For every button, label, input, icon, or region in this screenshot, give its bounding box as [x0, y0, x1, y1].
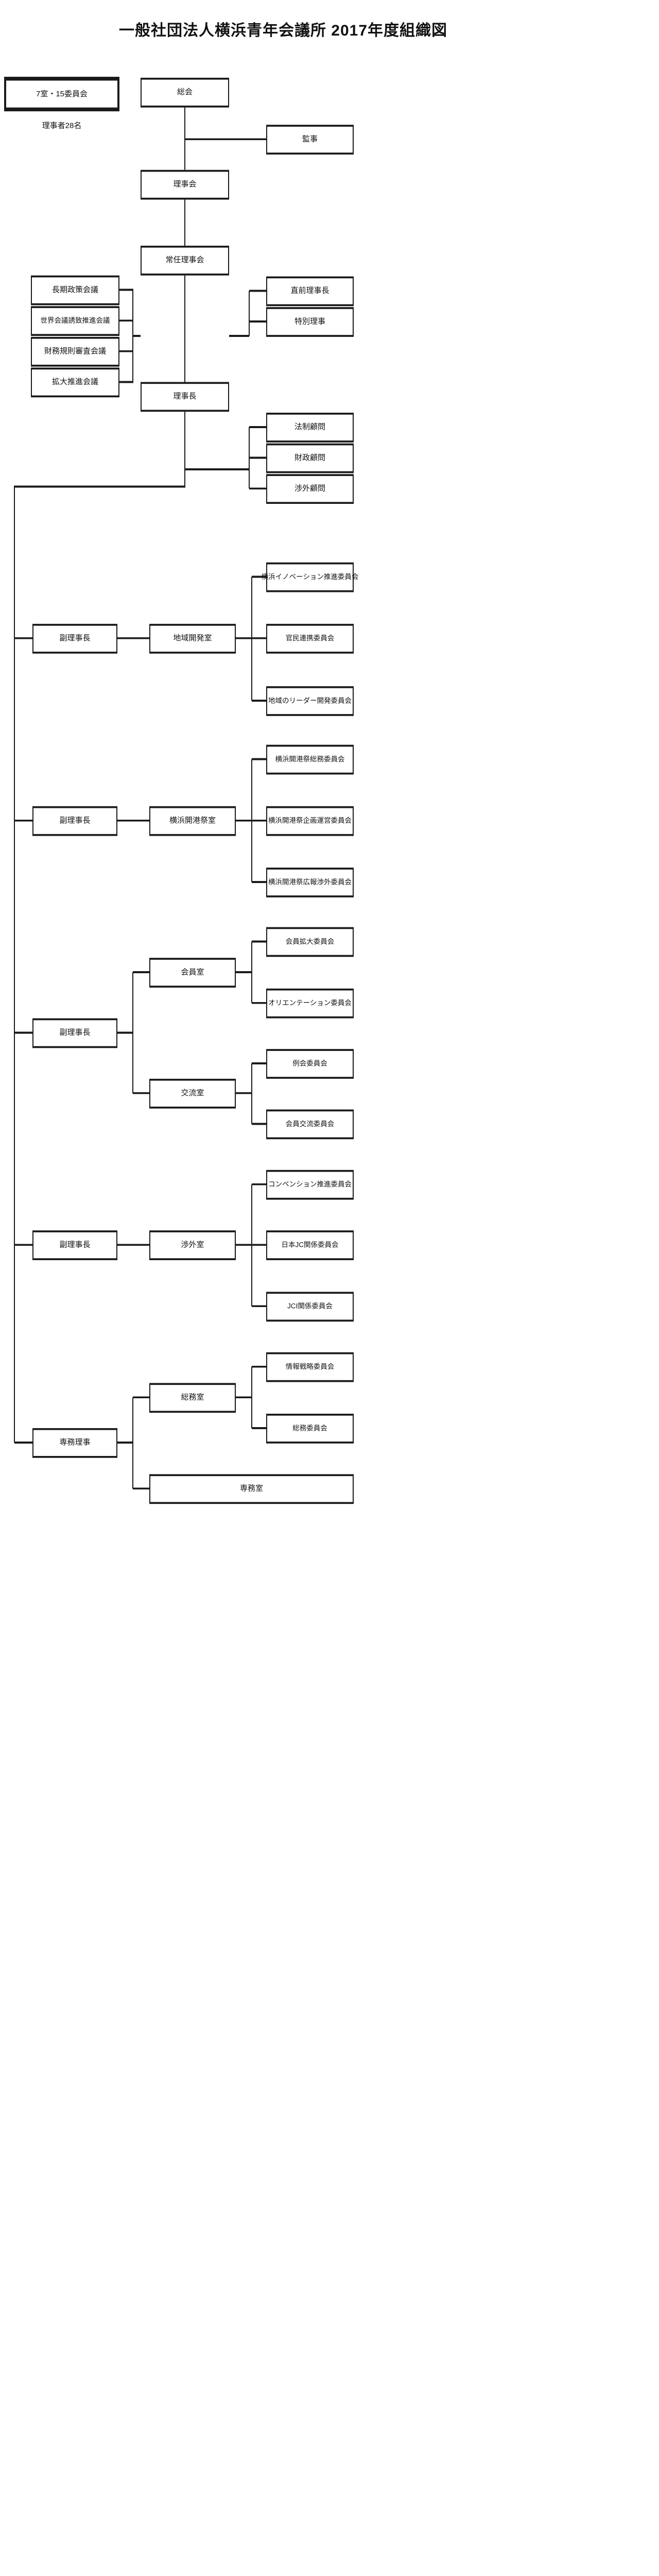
node-committee-1-0-2[interactable]: 横浜開港祭広報渉外委員会	[266, 868, 354, 897]
node-committee-4-0-0[interactable]: 情報戦略委員会	[266, 1352, 354, 1382]
node-committee-2-0-0[interactable]: 会員拡大委員会	[266, 927, 354, 957]
node-label: 横浜イノベーション推進委員会	[261, 573, 359, 581]
node-committee-3-0-2[interactable]: JCI関係委員会	[266, 1292, 354, 1322]
node-label: 官民連携委員会	[285, 634, 335, 642]
node-label: 理事会	[173, 180, 197, 189]
node-label: 拡大推進会議	[51, 378, 98, 387]
node-committee-0-0-0[interactable]: 横浜イノベーション推進委員会	[262, 562, 358, 592]
node-committee-2-1-0[interactable]: 例会委員会	[266, 1049, 354, 1079]
node-label: 理事長	[173, 392, 197, 401]
node-label: 地域のリーダー開発委員会	[268, 697, 352, 705]
node-committee-1-0-0[interactable]: 横浜開港祭総務委員会	[266, 744, 354, 775]
node-committee-3-0-0[interactable]: コンベンション推進委員会	[266, 1170, 354, 1200]
node-special-director-1[interactable]: 特別理事	[266, 307, 354, 337]
node-room-3-0[interactable]: 渉外室	[149, 1230, 236, 1260]
node-advisor-2[interactable]: 渉外顧問	[266, 474, 354, 504]
node-room-4-1[interactable]: 専務室	[149, 1474, 354, 1504]
node-label: 専務理事	[59, 1438, 91, 1447]
node-advisor-0[interactable]: 法制顧問	[266, 413, 354, 443]
node-label: 横浜開港祭室	[169, 816, 216, 825]
org-chart-canvas: 一般社団法人横浜青年会議所 2017年度組織図	[4, 22, 448, 1504]
node-officer-3[interactable]: 副理事長	[32, 1230, 117, 1260]
node-label: 例会委員会	[292, 1059, 327, 1067]
node-label: 横浜開港祭企画運営委員会	[268, 817, 352, 825]
node-committee-3-0-1[interactable]: 日本JC関係委員会	[266, 1230, 354, 1260]
node-label: 総務室	[181, 1393, 204, 1402]
node-council-0[interactable]: 長期政策会議	[31, 275, 119, 306]
node-committee-0-0-1[interactable]: 官民連携委員会	[266, 623, 354, 654]
node-label: 副理事長	[59, 1240, 91, 1249]
node-committee-2-1-1[interactable]: 会員交流委員会	[266, 1109, 354, 1140]
node-label: 横浜開港祭総務委員会	[275, 755, 345, 764]
node-room-4-0[interactable]: 総務室	[149, 1383, 236, 1413]
node-label: コンベンション推進委員会	[268, 1180, 352, 1189]
node-officer-4[interactable]: 専務理事	[32, 1428, 117, 1458]
node-room-2-1[interactable]: 交流室	[149, 1078, 236, 1109]
node-standing-board[interactable]: 常任理事会	[141, 245, 229, 276]
node-advisor-1[interactable]: 財政顧問	[266, 443, 354, 473]
node-label: 総会	[177, 88, 193, 97]
node-label: 直前理事長	[290, 286, 330, 296]
node-room-2-0[interactable]: 会員室	[149, 958, 236, 988]
node-special-director-0[interactable]: 直前理事長	[266, 276, 354, 307]
summary-caption: 理事者28名	[42, 121, 82, 130]
node-president[interactable]: 理事長	[141, 382, 229, 412]
node-label: 副理事長	[59, 634, 91, 643]
node-label: 会員室	[181, 968, 204, 977]
node-label: 長期政策会議	[51, 285, 98, 295]
node-label: 財政顧問	[294, 453, 325, 463]
node-room-1-0[interactable]: 横浜開港祭室	[149, 806, 236, 836]
node-label: 情報戦略委員会	[285, 1363, 335, 1371]
node-officer-1[interactable]: 副理事長	[32, 806, 117, 836]
node-room-0-0[interactable]: 地域開発室	[149, 623, 236, 654]
node-auditor[interactable]: 監事	[266, 125, 354, 155]
node-committee-2-0-1[interactable]: オリエンテーション委員会	[266, 988, 354, 1019]
node-council-2[interactable]: 財務規則審査会議	[31, 336, 119, 367]
node-council-3[interactable]: 拡大推進会議	[31, 367, 119, 398]
node-council-1[interactable]: 世界会議誘致推進会議	[31, 306, 119, 336]
node-label: 法制顧問	[294, 422, 325, 432]
node-label: 渉外室	[181, 1240, 204, 1249]
node-label: 渉外顧問	[294, 484, 325, 493]
node-label: 常任理事会	[165, 256, 204, 265]
node-label: JCI関係委員会	[287, 1302, 333, 1310]
node-label: 日本JC関係委員会	[281, 1241, 339, 1249]
node-label: 監事	[302, 134, 318, 144]
node-officer-2[interactable]: 副理事長	[32, 1018, 117, 1048]
node-label: 世界会議誘致推進会議	[40, 316, 110, 325]
node-label: 地域開発室	[173, 634, 212, 643]
node-committee-0-0-2[interactable]: 地域のリーダー開発委員会	[266, 686, 354, 716]
node-label: 横浜開港祭広報渉外委員会	[268, 878, 352, 886]
node-officer-0[interactable]: 副理事長	[32, 623, 117, 654]
summary-box: 7室・15委員会	[4, 77, 119, 112]
node-label: 財務規則審査会議	[44, 347, 106, 356]
node-label: 専務室	[239, 1484, 263, 1494]
node-label: 会員交流委員会	[285, 1120, 335, 1128]
node-general-meeting[interactable]: 総会	[141, 77, 229, 108]
node-label: オリエンテーション委員会	[268, 999, 352, 1007]
page-title: 一般社団法人横浜青年会議所 2017年度組織図	[118, 22, 448, 39]
node-label: 副理事長	[59, 1028, 91, 1038]
node-label: 会員拡大委員会	[285, 937, 335, 945]
node-label: 交流室	[181, 1089, 204, 1098]
node-committee-4-0-1[interactable]: 総務委員会	[266, 1414, 354, 1444]
node-label: 総務委員会	[292, 1424, 327, 1432]
node-committee-1-0-1[interactable]: 横浜開港祭企画運営委員会	[266, 806, 354, 836]
node-label: 副理事長	[59, 816, 91, 825]
node-board-of-directors[interactable]: 理事会	[141, 170, 229, 200]
summary-label: 7室・15委員会	[36, 89, 88, 98]
node-label: 特別理事	[294, 317, 325, 326]
